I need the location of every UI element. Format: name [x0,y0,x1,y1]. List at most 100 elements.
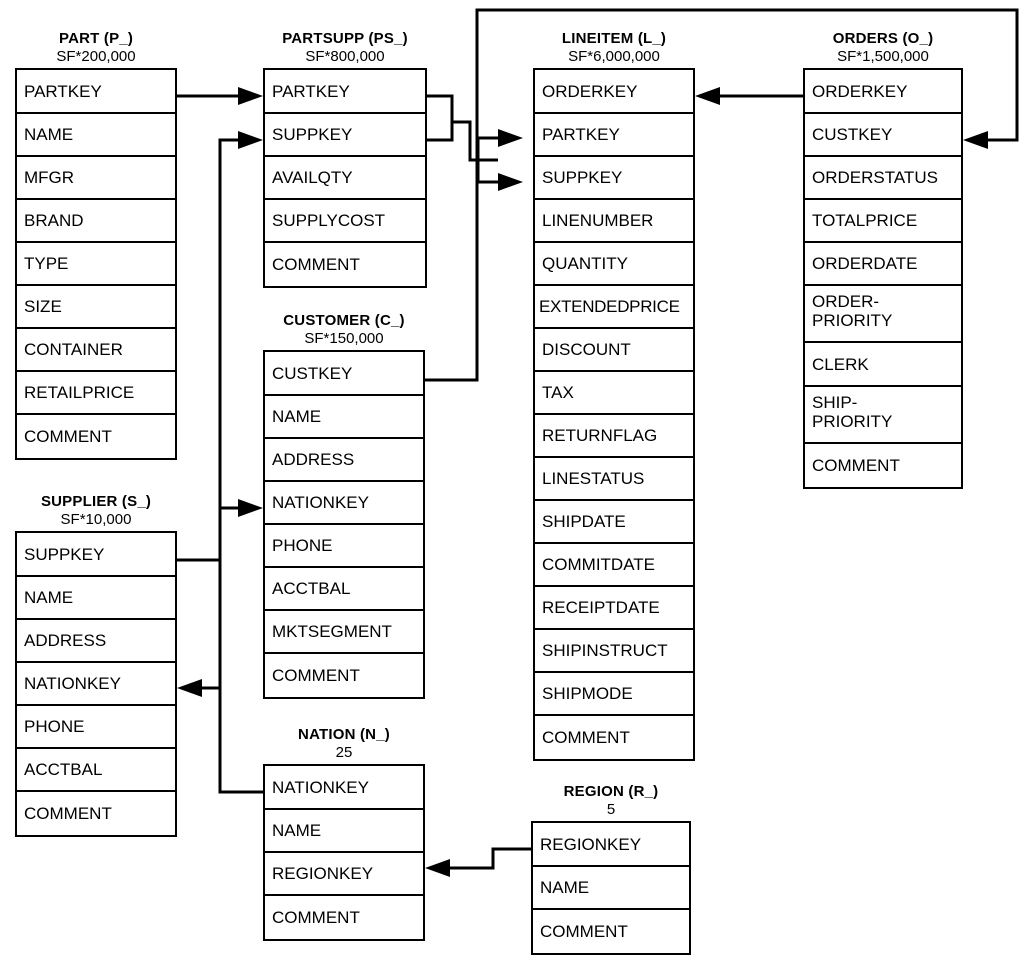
field-part-retailprice: RETAILPRICE [17,372,175,415]
field-supplier-name: NAME [17,577,175,620]
field-region-comment: COMMENT [533,910,689,953]
entity-customer-title: CUSTOMER (C_) [283,312,405,329]
field-lineitem-partkey: PARTKEY [535,114,693,157]
field-partsupp-partkey: PARTKEY [265,70,425,114]
field-partsupp-availqty: AVAILQTY [265,157,425,200]
field-nation-regionkey: REGIONKEY [265,853,423,896]
field-part-container: CONTAINER [17,329,175,372]
entity-partsupp-fields: PARTKEY SUPPKEY AVAILQTY SUPPLYCOST COMM… [263,68,427,288]
field-orders-shippriority: SHIP- PRIORITY [805,387,961,444]
connector-partsupp-to-lineitem [427,94,523,191]
field-supplier-suppkey: SUPPKEY [17,533,175,577]
entity-lineitem-count: SF*6,000,000 [568,48,660,65]
entity-supplier: SUPPLIER (S_) SF*10,000 SUPPKEY NAME ADD… [15,493,177,837]
entity-lineitem: LINEITEM (L_) SF*6,000,000 ORDERKEY PART… [533,30,695,761]
field-orders-shippriority-line2: PRIORITY [812,412,893,431]
field-lineitem-linenumber: LINENUMBER [535,200,693,243]
field-customer-phone: PHONE [265,525,423,568]
field-lineitem-discount: DISCOUNT [535,329,693,372]
field-lineitem-suppkey: SUPPKEY [535,157,693,200]
field-nation-name: NAME [265,810,423,853]
field-orders-orderstatus: ORDERSTATUS [805,157,961,200]
entity-part-fields: PARTKEY NAME MFGR BRAND TYPE SIZE CONTAI… [15,68,177,460]
field-orders-shippriority-line1: SHIP- [812,393,858,412]
field-lineitem-quantity: QUANTITY [535,243,693,286]
connector-nation-to-customer-supplier [177,499,263,794]
entity-orders: ORDERS (O_) SF*1,500,000 ORDERKEY CUSTKE… [803,30,963,489]
connector-region-to-nation [425,847,531,877]
field-orders-comment: COMMENT [805,444,961,487]
entity-region: REGION (R_) 5 REGIONKEY NAME COMMENT [531,783,691,955]
field-nation-nationkey: NATIONKEY [265,766,423,810]
field-part-comment: COMMENT [17,415,175,458]
entity-orders-title: ORDERS (O_) [832,30,934,47]
field-partsupp-comment: COMMENT [265,243,425,286]
field-lineitem-shipdate: SHIPDATE [535,501,693,544]
entity-nation-title: NATION (N_) [298,726,390,743]
field-orders-orderpriority-line1: ORDER- [812,292,880,311]
field-orders-orderpriority: ORDER- PRIORITY [805,286,961,343]
field-lineitem-commitdate: COMMITDATE [535,544,693,587]
connector-orders-to-lineitem [695,87,803,105]
field-lineitem-returnflag: RETURNFLAG [535,415,693,458]
entity-customer-fields: CUSTKEY NAME ADDRESS NATIONKEY PHONE ACC… [263,350,425,699]
field-supplier-comment: COMMENT [17,792,175,835]
entity-supplier-title: SUPPLIER (S_) [40,493,152,510]
entity-region-title: REGION (R_) [563,783,659,800]
field-customer-nationkey: NATIONKEY [265,482,423,525]
entity-supplier-count: SF*10,000 [60,511,132,528]
entity-customer: CUSTOMER (C_) SF*150,000 CUSTKEY NAME AD… [263,312,425,699]
entity-orders-fields: ORDERKEY CUSTKEY ORDERSTATUS TOTALPRICE … [803,68,963,489]
field-supplier-address: ADDRESS [17,620,175,663]
field-orders-orderkey: ORDERKEY [805,70,961,114]
field-lineitem-extendedprice: EXTENDEDPRICE [535,286,693,329]
field-supplier-acctbal: ACCTBAL [17,749,175,792]
field-region-regionkey: REGIONKEY [533,823,689,867]
field-part-mfgr: MFGR [17,157,175,200]
field-supplier-phone: PHONE [17,706,175,749]
entity-part-count: SF*200,000 [56,48,136,65]
field-lineitem-linestatus: LINESTATUS [535,458,693,501]
entity-nation-count: 25 [335,744,353,761]
field-lineitem-shipinstruct: SHIPINSTRUCT [535,630,693,673]
field-lineitem-tax: TAX [535,372,693,415]
field-orders-orderdate: ORDERDATE [805,243,961,286]
entity-part-title: PART (P_) [58,30,134,47]
entity-customer-count: SF*150,000 [304,330,384,347]
field-orders-custkey: CUSTKEY [805,114,961,157]
entity-region-fields: REGIONKEY NAME COMMENT [531,821,691,955]
field-part-size: SIZE [17,286,175,329]
entity-supplier-fields: SUPPKEY NAME ADDRESS NATIONKEY PHONE ACC… [15,531,177,837]
entity-partsupp-title: PARTSUPP (PS_) [282,30,408,47]
field-supplier-nationkey: NATIONKEY [17,663,175,706]
connector-part-to-partsupp [177,87,263,105]
field-lineitem-comment: COMMENT [535,716,693,759]
field-lineitem-shipmode: SHIPMODE [535,673,693,716]
field-part-type: TYPE [17,243,175,286]
field-orders-clerk: CLERK [805,343,961,387]
entity-nation: NATION (N_) 25 NATIONKEY NAME REGIONKEY … [263,726,425,941]
entity-partsupp: PARTSUPP (PS_) SF*800,000 PARTKEY SUPPKE… [263,30,427,288]
field-part-partkey: PARTKEY [17,70,175,114]
field-customer-custkey: CUSTKEY [265,352,423,396]
field-lineitem-orderkey: ORDERKEY [535,70,693,114]
entity-nation-fields: NATIONKEY NAME REGIONKEY COMMENT [263,764,425,941]
entity-lineitem-title: LINEITEM (L_) [561,30,667,47]
field-customer-acctbal: ACCTBAL [265,568,423,611]
field-orders-orderpriority-line2: PRIORITY [812,311,893,330]
field-customer-mktsegment: MKTSEGMENT [265,611,423,654]
field-partsupp-supplycost: SUPPLYCOST [265,200,425,243]
field-customer-name: NAME [265,396,423,439]
field-nation-comment: COMMENT [265,896,423,939]
field-partsupp-suppkey: SUPPKEY [265,114,425,157]
field-part-brand: BRAND [17,200,175,243]
entity-lineitem-fields: ORDERKEY PARTKEY SUPPKEY LINENUMBER QUAN… [533,68,695,761]
entity-partsupp-count: SF*800,000 [305,48,385,65]
field-customer-address: ADDRESS [265,439,423,482]
field-region-name: NAME [533,867,689,910]
entity-region-count: 5 [606,801,616,818]
field-orders-totalprice: TOTALPRICE [805,200,961,243]
entity-orders-count: SF*1,500,000 [837,48,929,65]
field-part-name: NAME [17,114,175,157]
